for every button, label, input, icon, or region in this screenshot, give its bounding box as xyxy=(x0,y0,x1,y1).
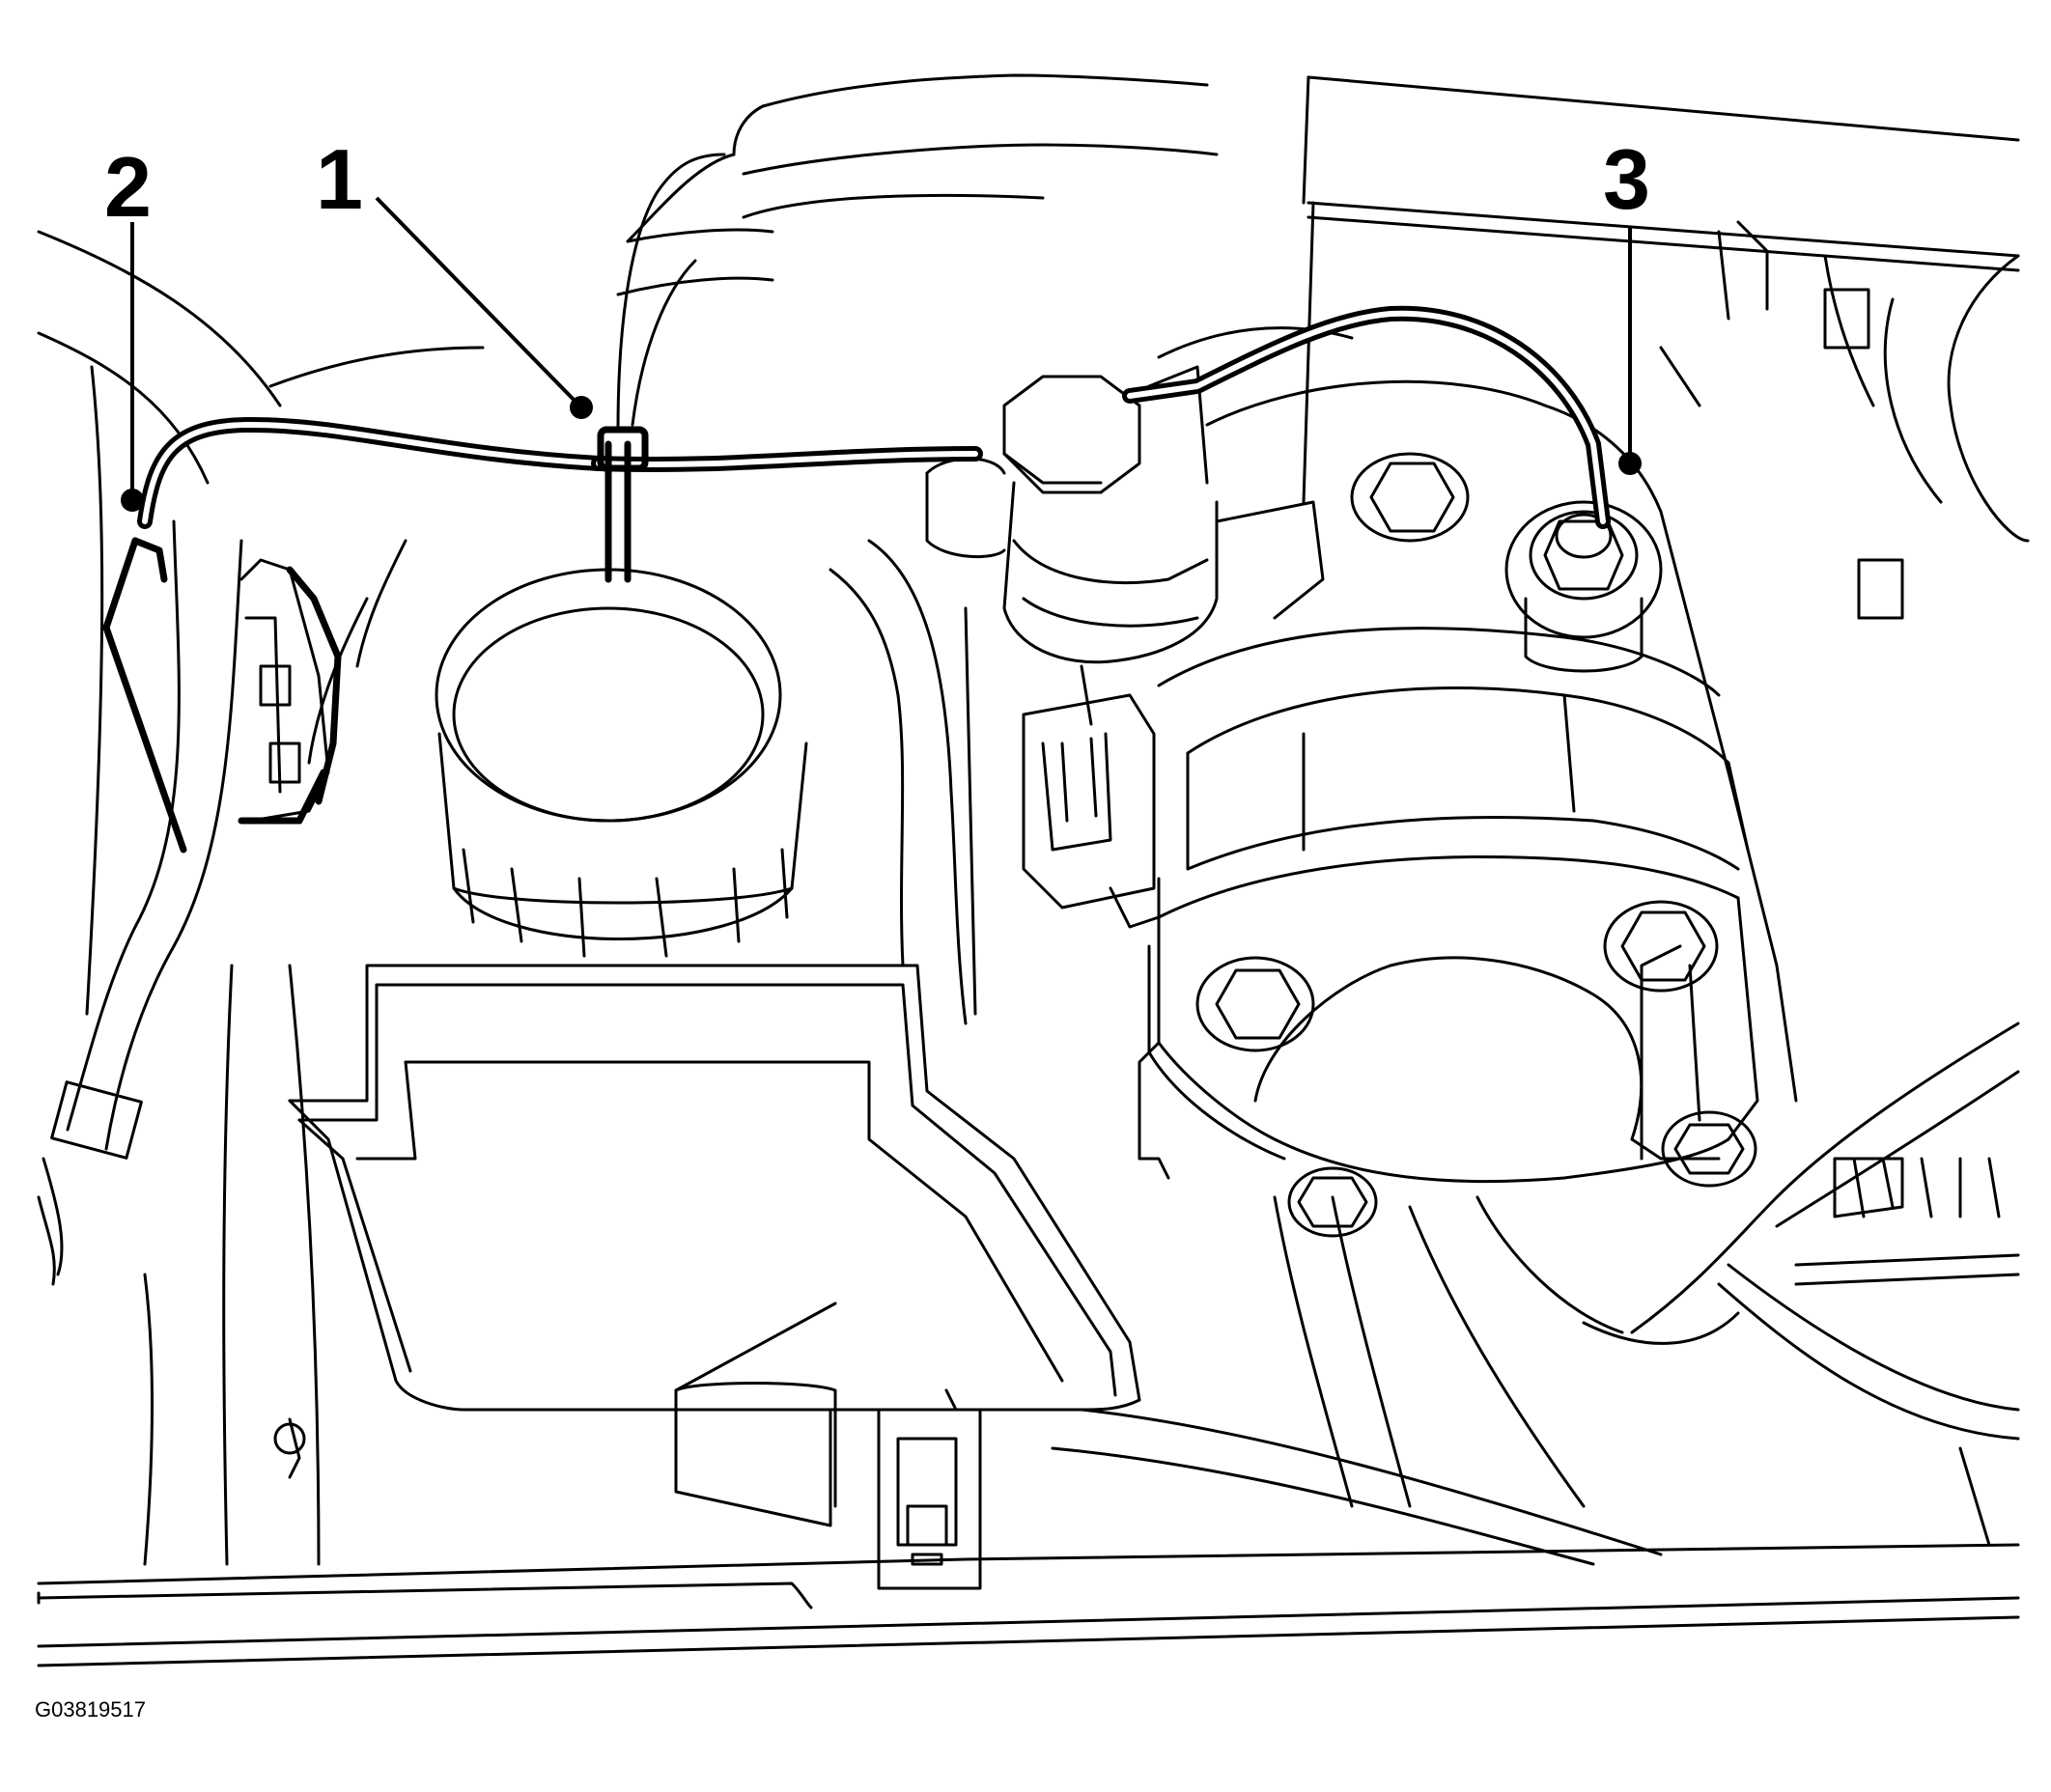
pump-assembly xyxy=(925,326,1798,1238)
pump-bolt-bottom xyxy=(1661,1110,1757,1188)
callout-3: 3 xyxy=(1603,131,1650,227)
pump-bolt-top xyxy=(1350,452,1470,543)
leader-1-dot xyxy=(570,396,593,419)
leader-2-dot xyxy=(121,489,144,512)
pump-bolt-right xyxy=(1603,900,1719,993)
callout-leaders xyxy=(121,196,1642,512)
left-bracket xyxy=(102,537,342,854)
callout-2: 2 xyxy=(104,139,152,235)
lower-bolt xyxy=(1287,1166,1378,1238)
hose-clip xyxy=(1022,693,1161,967)
figure-id: G03819517 xyxy=(35,1697,146,1722)
pump-bolt-left xyxy=(1195,956,1315,1052)
pressure-sensor-fitting xyxy=(1504,500,1663,673)
lower-structure xyxy=(37,944,2020,1667)
return-hose xyxy=(137,153,1611,583)
background-structure xyxy=(37,73,2030,1016)
fluid-reservoir xyxy=(288,539,1141,1412)
leader-3-dot xyxy=(1618,452,1642,475)
left-hose xyxy=(37,519,321,1566)
callout-1: 1 xyxy=(316,131,363,227)
leader-1 xyxy=(375,196,581,407)
